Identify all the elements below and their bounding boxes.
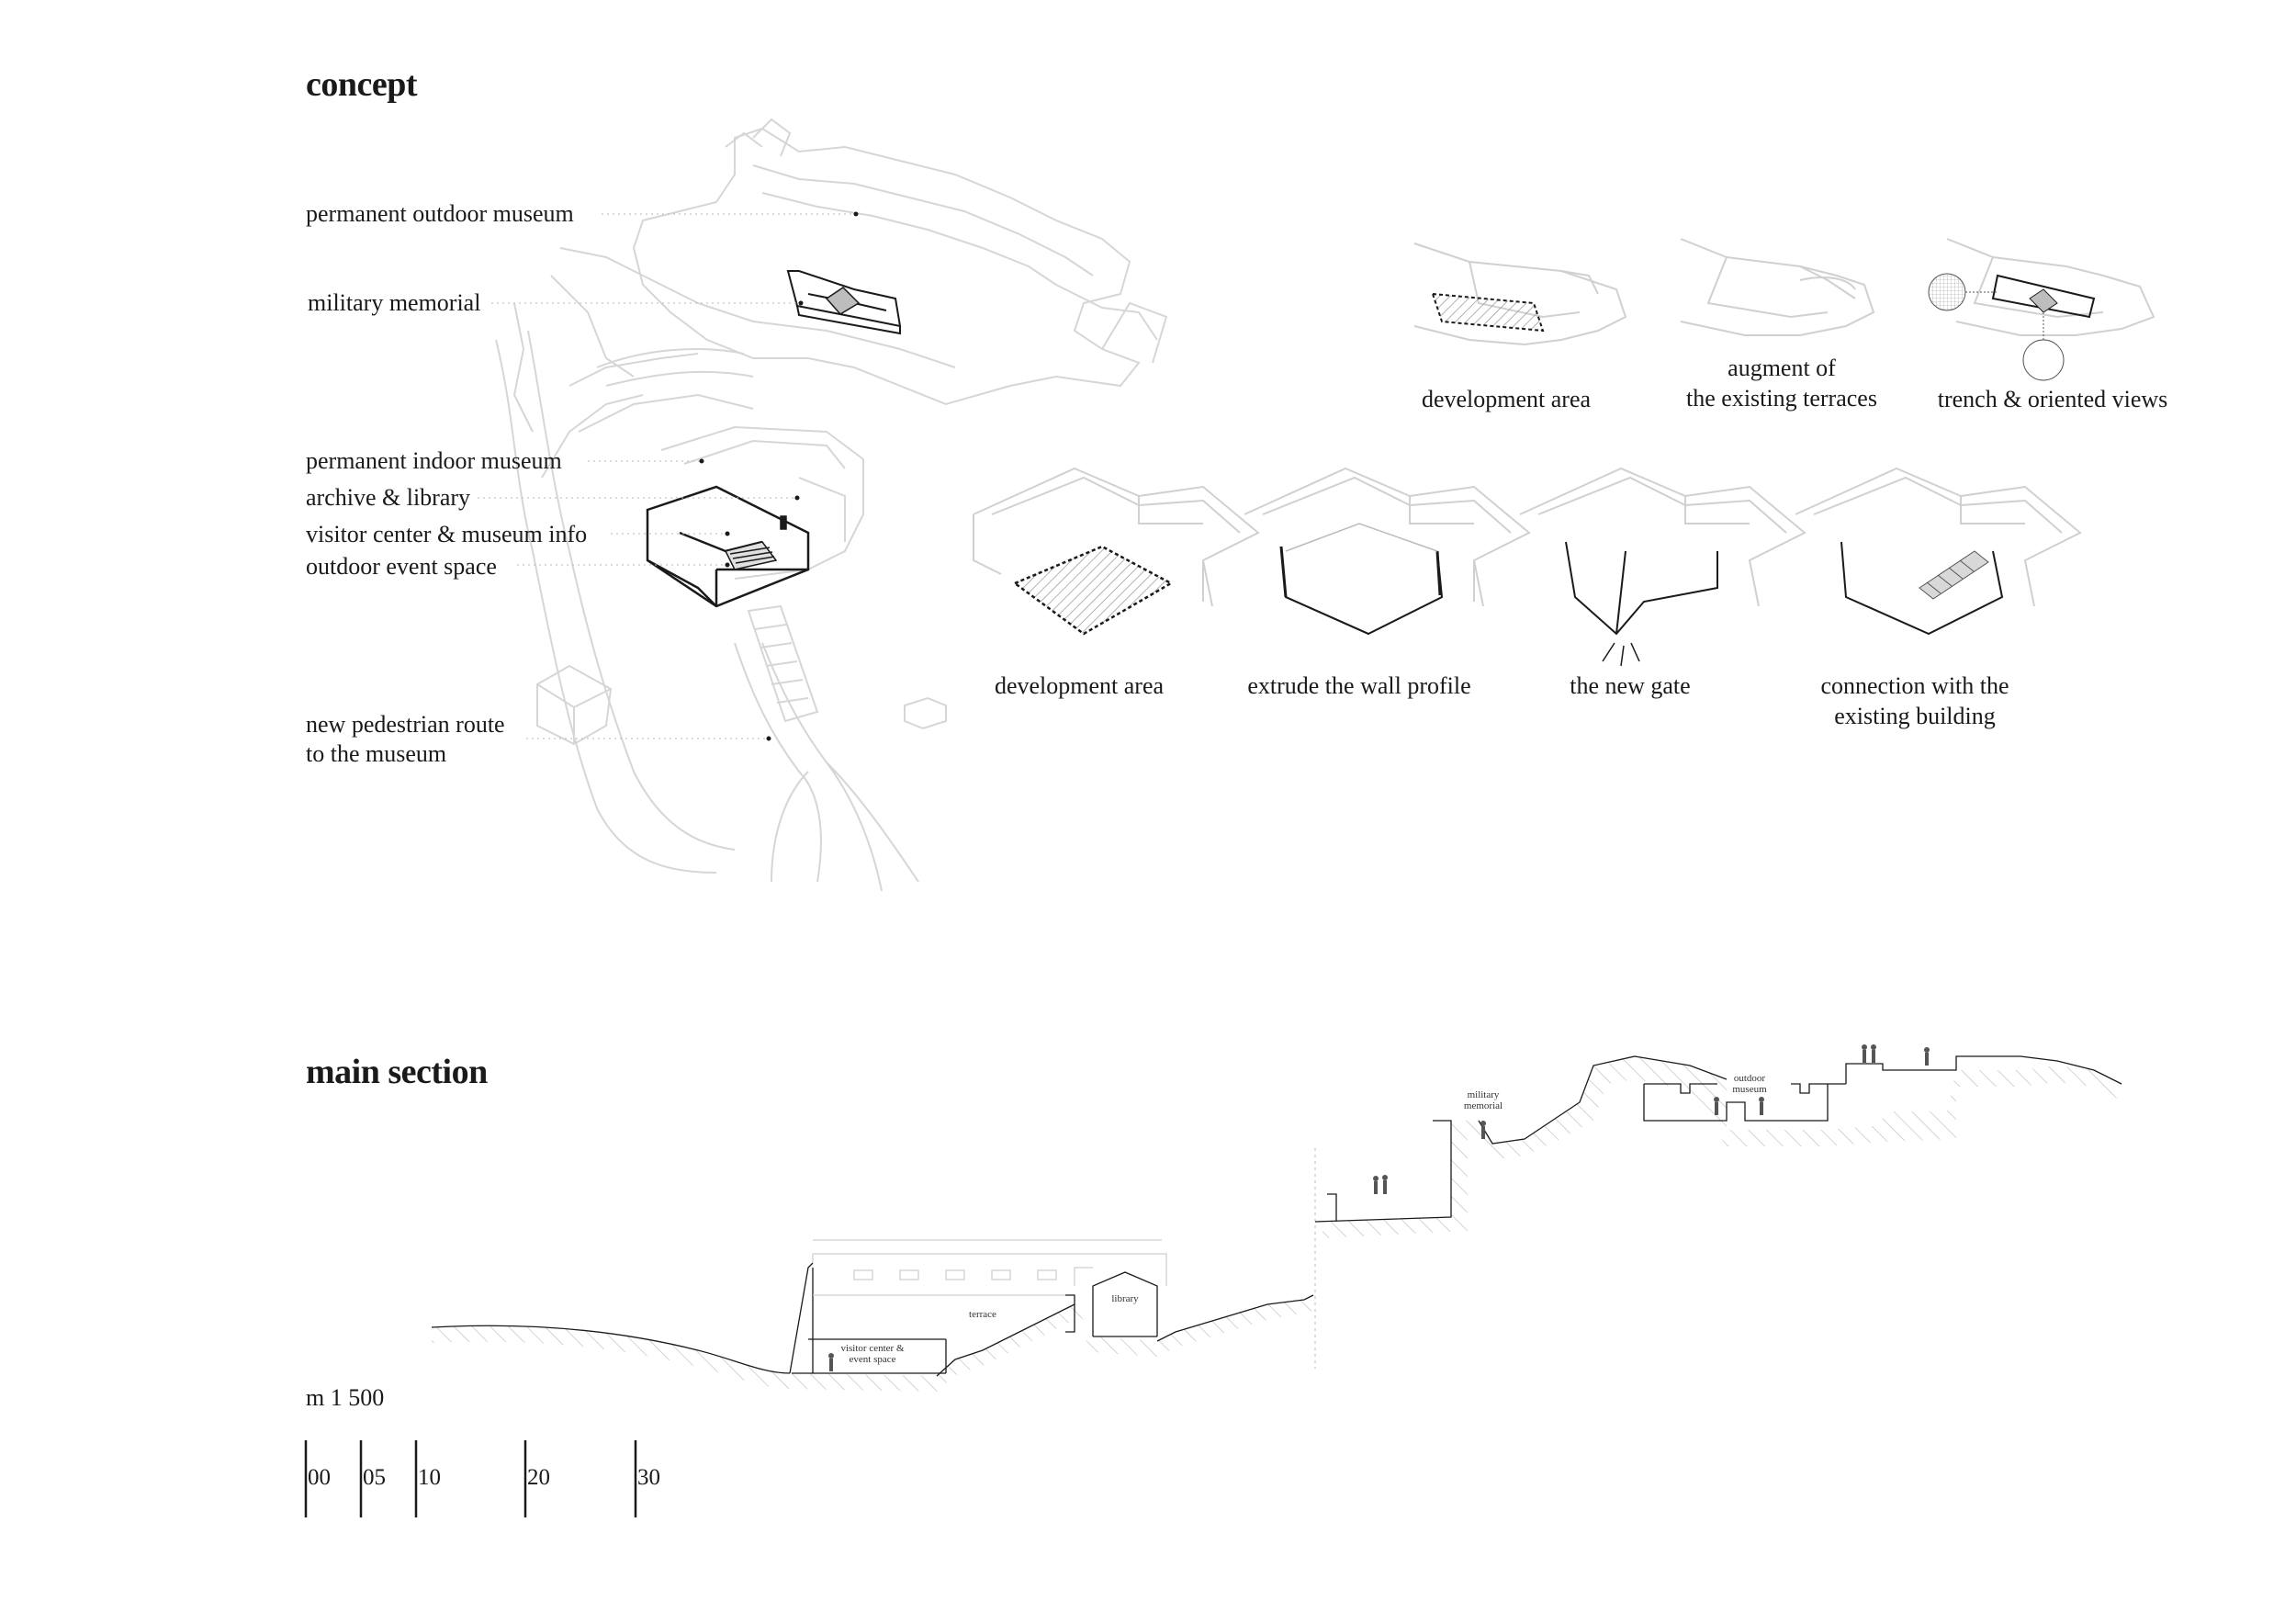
section-label-military-memorial: military memorial <box>1463 1089 1503 1111</box>
section-label-terrace: terrace <box>969 1309 996 1320</box>
bottom-step-3-caption: the new gate <box>1570 672 1691 699</box>
top-step-3-caption: trench & oriented views <box>1937 386 2168 412</box>
label-pedestrian-route-line2: to the museum <box>306 740 447 767</box>
bottom-step-2-caption: extrude the wall profile <box>1247 672 1471 699</box>
concept-title: concept <box>306 65 418 104</box>
scale-tick-00: 00 <box>308 1465 331 1490</box>
scale-tick-20: 20 <box>527 1465 550 1490</box>
section-label-outdoor-museum: outdoor museum <box>1732 1073 1767 1095</box>
bottom-step-1-caption: development area <box>994 672 1165 699</box>
scale-tick-30: 30 <box>637 1465 660 1490</box>
bottom-step-4-caption: connection with the existing building <box>1820 672 2009 729</box>
label-permanent-indoor-museum: permanent indoor museum <box>306 447 562 474</box>
top-step-2-caption: augment of the existing terraces <box>1686 355 1877 412</box>
section-label-visitor-center: visitor center & event space <box>840 1343 905 1365</box>
label-outdoor-event-space: outdoor event space <box>306 553 497 580</box>
label-visitor-center: visitor center & museum info <box>306 521 588 547</box>
scale-label: m 1 500 <box>306 1384 385 1411</box>
main-section-title: main section <box>306 1053 488 1091</box>
label-pedestrian-route-line1: new pedestrian route <box>306 711 505 738</box>
scale-tick-10: 10 <box>418 1465 441 1490</box>
section-label-library: library <box>1111 1293 1139 1304</box>
label-military-memorial: military memorial <box>308 289 481 316</box>
top-step-1-caption: development area <box>1421 386 1592 412</box>
label-archive-library: archive & library <box>306 484 471 511</box>
label-permanent-outdoor-museum: permanent outdoor museum <box>306 200 574 227</box>
scale-tick-05: 05 <box>363 1465 386 1490</box>
